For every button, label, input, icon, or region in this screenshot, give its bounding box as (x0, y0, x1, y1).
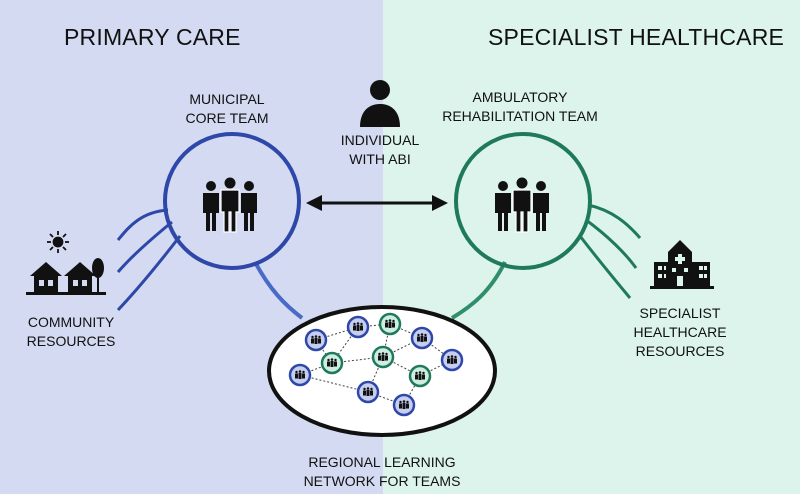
network-node-green (371, 345, 395, 369)
network-node-blue (392, 393, 416, 417)
team-icon (202, 176, 258, 233)
network-node-green (378, 312, 402, 336)
core-team-network-link (253, 261, 304, 320)
network-node-blue (410, 326, 434, 350)
network-nodes (288, 312, 464, 417)
team-icon (494, 176, 550, 233)
person-icon (360, 80, 400, 127)
municipal-core-team-circle (163, 132, 301, 270)
network-node-blue (304, 328, 328, 352)
network-node-blue (288, 363, 312, 387)
specialist-healthcare-heading: SPECIALIST HEALTHCARE (488, 24, 785, 50)
hospital-icon (650, 240, 714, 289)
primary-care-heading: PRIMARY CARE (64, 24, 241, 50)
network-node-blue (346, 315, 370, 339)
double-arrow-icon (306, 195, 448, 211)
ambulatory-network-link (450, 261, 507, 320)
ambulatory-team-circle (454, 132, 592, 270)
community-connections (116, 208, 182, 312)
network-node-green (320, 351, 344, 375)
sun-icon (47, 231, 69, 253)
specialist-connections (578, 203, 642, 299)
network-node-blue (356, 380, 380, 404)
network-node-blue (440, 348, 464, 372)
houses-icon (26, 258, 106, 295)
network-node-green (408, 364, 432, 388)
